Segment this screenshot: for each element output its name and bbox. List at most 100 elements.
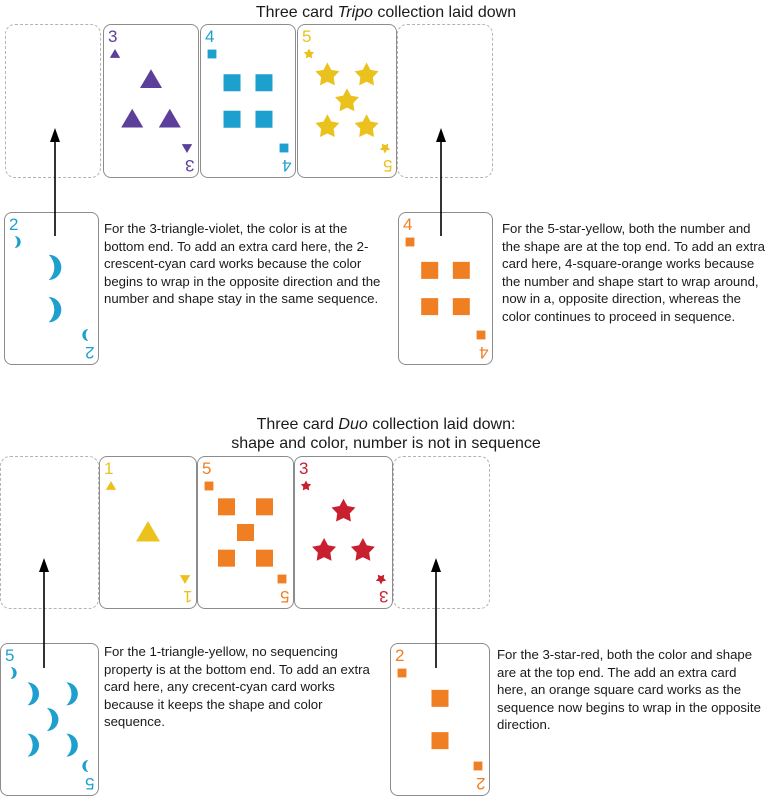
square-icon — [256, 498, 273, 516]
card-number-inverted: 3 — [184, 156, 194, 175]
empty-slot-right — [397, 24, 493, 178]
star-icon — [379, 143, 391, 154]
crescent-icon — [82, 329, 89, 341]
square-icon — [397, 668, 407, 678]
card-number: 2 — [9, 215, 19, 234]
card-number: 1 — [104, 459, 114, 478]
card-number-inverted: 5 — [84, 774, 94, 793]
square-icon — [223, 110, 241, 128]
empty-slot-left-2 — [0, 456, 99, 609]
square-icon — [452, 261, 470, 279]
star-icon — [354, 114, 379, 138]
card-art — [397, 668, 483, 771]
arrow-right-2 — [431, 558, 441, 668]
crescent-icon — [27, 733, 40, 757]
square-icon — [476, 330, 486, 340]
card-number-inverted: 5 — [382, 156, 392, 175]
square-icon — [473, 761, 483, 771]
card-number-inverted: 5 — [279, 587, 289, 606]
explanation-right-2: For the 3-star-red, both the color and s… — [497, 647, 761, 732]
card-number: 5 — [202, 459, 212, 478]
card-art — [105, 481, 191, 584]
square-icon — [237, 524, 254, 541]
star-icon — [300, 480, 312, 491]
card-art — [109, 49, 193, 153]
square-icon — [421, 298, 439, 316]
arrow-left-1 — [50, 128, 60, 236]
section2-subtitle: shape and color, number is not in sequen… — [231, 435, 541, 452]
explanation-left-1: For the 3-triangle-violet, the color is … — [104, 221, 381, 306]
square-icon — [431, 689, 449, 707]
card-art — [204, 481, 287, 584]
card-number-inverted: 4 — [281, 156, 291, 175]
explanation-right-1: For the 5-star-yellow, both the number a… — [502, 221, 765, 324]
square-icon — [421, 261, 439, 279]
crescent-icon — [46, 708, 59, 731]
square-icon — [452, 298, 470, 316]
card-number-inverted: 1 — [182, 587, 192, 606]
star-icon — [303, 48, 315, 59]
square-icon — [279, 143, 289, 153]
star-icon — [315, 62, 340, 86]
triangle-icon — [140, 69, 162, 88]
square-icon — [431, 732, 449, 750]
star-icon — [375, 574, 387, 585]
crescent-icon — [66, 733, 78, 757]
card-number-inverted: 2 — [84, 343, 94, 362]
section1-title: Three card Tripo collection laid down — [255, 4, 517, 21]
crescent-icon — [66, 682, 78, 706]
card-art — [405, 237, 486, 340]
square-icon — [255, 74, 273, 92]
square-icon — [405, 237, 415, 247]
crescent-icon — [10, 667, 17, 679]
card-number: 5 — [302, 27, 312, 46]
card-art — [14, 236, 89, 341]
crescent-icon — [48, 254, 62, 281]
card-number: 5 — [5, 646, 15, 665]
card-number: 3 — [299, 459, 309, 478]
square-icon — [277, 574, 287, 584]
empty-slot-left — [5, 24, 101, 178]
star-icon — [335, 88, 359, 112]
star-icon — [315, 114, 340, 138]
triangle-icon — [179, 575, 191, 584]
square-icon — [207, 49, 217, 59]
triangle-icon — [181, 144, 193, 153]
card-number: 3 — [108, 27, 118, 46]
triangle-icon — [158, 108, 181, 128]
card-number-inverted: 4 — [478, 343, 488, 362]
square-icon — [218, 498, 235, 516]
star-icon — [350, 538, 375, 561]
star-icon — [331, 498, 356, 522]
card-art — [10, 667, 89, 772]
triangle-icon — [136, 521, 160, 542]
empty-slot-right-2 — [393, 456, 490, 609]
square-icon — [223, 74, 241, 92]
card-art — [207, 49, 289, 153]
card-number-inverted: 3 — [378, 587, 388, 606]
card-number: 4 — [403, 215, 413, 234]
crescent-icon — [14, 236, 21, 248]
triangle-icon — [121, 108, 144, 128]
square-icon — [256, 549, 273, 567]
square-icon — [255, 110, 273, 128]
crescent-icon — [82, 760, 89, 772]
explanation-left-2: For the 1-triangle-yellow, no sequencing… — [104, 644, 370, 729]
triangle-icon — [109, 49, 121, 58]
star-icon — [354, 62, 379, 86]
card-number: 4 — [205, 27, 215, 46]
arrow-left-2 — [39, 558, 49, 668]
crescent-icon — [27, 682, 40, 706]
square-icon — [204, 481, 214, 491]
card-number: 2 — [395, 646, 405, 665]
